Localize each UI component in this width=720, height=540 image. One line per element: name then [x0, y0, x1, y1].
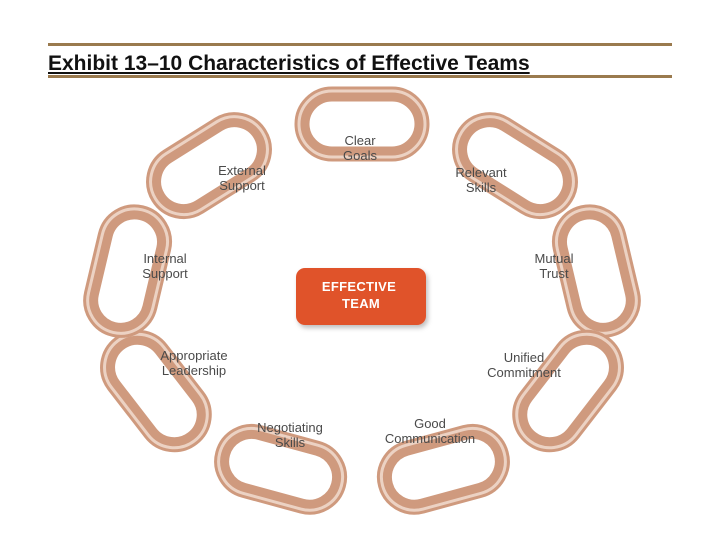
label-negotiating-skills-line-2: Skills: [275, 435, 306, 450]
label-unified-commitment-line-1: Unified: [504, 350, 544, 365]
label-external-support-line-1: External: [218, 163, 266, 178]
center-box-bg: [296, 268, 426, 325]
label-external-support-line-2: Support: [219, 178, 265, 193]
chain-link-highlight: [379, 426, 507, 512]
center-label-line1: EFFECTIVE: [322, 279, 396, 294]
chain-link-appropriate-leadership: [100, 329, 212, 453]
label-relevant-skills-line-1: Relevant: [455, 165, 507, 180]
label-internal-support-line-1: Internal: [143, 251, 186, 266]
chain-link-highlight: [86, 207, 170, 335]
chain-link-highlight: [455, 115, 575, 217]
title-rule-bottom: [48, 75, 672, 78]
chain-link-ring: [83, 204, 173, 338]
label-good-communication-line-1: Good: [414, 416, 446, 431]
label-clear-goals-line-1: Clear: [344, 133, 376, 148]
label-unified-commitment-line-2: Commitment: [487, 365, 561, 380]
label-good-communication-line-2: Communication: [385, 431, 475, 446]
chain-link-unified-commitment: [512, 329, 624, 453]
label-mutual-trust-line-1: Mutual: [534, 251, 573, 266]
chain-link-ring: [551, 204, 641, 338]
chain-link-ring: [214, 423, 348, 515]
chain-link-ring: [376, 423, 510, 515]
chain-link-ring: [100, 329, 212, 453]
chain-link-ring: [294, 86, 430, 162]
label-internal-support-line-2: Support: [142, 266, 188, 281]
chain-link-relevant-skills: [452, 112, 578, 220]
chain-link-ring: [452, 112, 578, 220]
page-title: Exhibit 13–10 Characteristics of Effecti…: [48, 52, 530, 75]
label-negotiating-skills-line-1: Negotiating: [257, 420, 323, 435]
chain-link-external-support: [146, 112, 272, 220]
chain-link-highlight: [149, 115, 269, 217]
chain-link-highlight: [103, 332, 209, 450]
label-clear-goals-line-2: Goals: [343, 148, 377, 163]
chain-link-ring: [146, 112, 272, 220]
chain-link-internal-support: [83, 204, 173, 338]
label-relevant-skills-line-2: Skills: [466, 180, 497, 195]
center-label-line2: TEAM: [342, 296, 380, 311]
chain-link-ring: [512, 329, 624, 453]
chain-link-mutual-trust: [551, 204, 641, 338]
svg-text:EFFECTIVE TEAM: EFFECTIVE TEAM: [322, 279, 400, 311]
chain-link-highlight: [554, 207, 638, 335]
title-rule-top: [48, 43, 672, 46]
center-box: EFFECTIVE TEAM: [296, 268, 426, 325]
chain-link-highlight: [515, 332, 621, 450]
chain-link-clear-goals: [294, 86, 430, 162]
chain-link-highlight: [297, 89, 427, 159]
label-appropriate-leadership-line-1: Appropriate: [160, 348, 227, 363]
label-appropriate-leadership-line-2: Leadership: [162, 363, 226, 378]
label-mutual-trust-line-2: Trust: [539, 266, 569, 281]
chain-link-good-communication: [376, 423, 510, 515]
